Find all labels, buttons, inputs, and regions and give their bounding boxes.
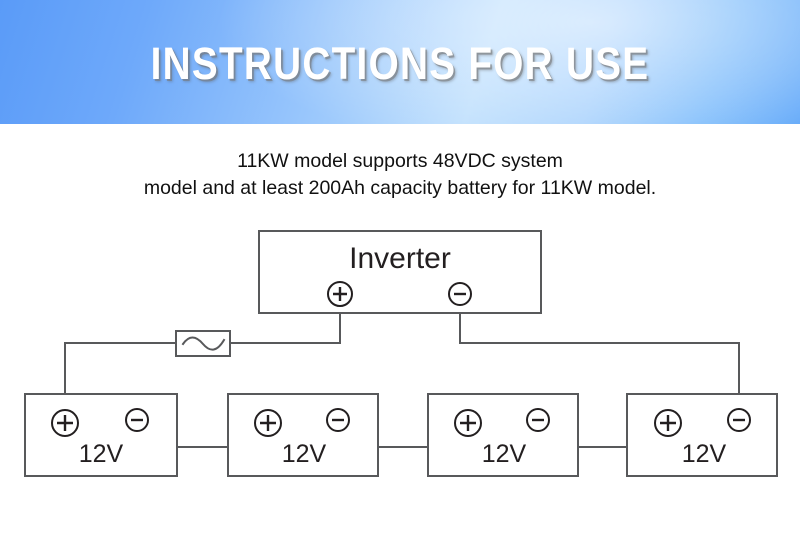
battery-2-box <box>227 393 379 477</box>
battery-1-box <box>24 393 178 477</box>
battery-1-label: 12V <box>79 440 124 468</box>
wire-inverter-minus-to-battery4-minus <box>459 312 740 401</box>
battery-3: 12V <box>427 393 579 477</box>
caption-line-2: model and at least 200Ah capacity batter… <box>143 177 657 199</box>
battery-3-label: 12V <box>482 440 527 468</box>
battery-3-box <box>427 393 579 477</box>
battery-2-terminal-plus-icon <box>254 409 282 437</box>
battery-1: 12V <box>24 393 178 477</box>
battery-2: 12V <box>227 393 379 477</box>
fuse-symbol-icon <box>175 330 231 357</box>
battery-4-terminal-plus-icon <box>654 409 682 437</box>
battery-4-terminal-minus-icon <box>727 408 751 432</box>
inverter-terminal-plus-icon <box>327 281 353 307</box>
battery-4-box <box>626 393 778 477</box>
inverter-label: Inverter <box>349 242 451 275</box>
inverter-box <box>258 230 542 314</box>
battery-3-terminal-plus-icon <box>454 409 482 437</box>
battery-1-terminal-minus-icon <box>125 408 149 432</box>
page-title: INSTRUCTIONS FOR USE <box>150 38 650 89</box>
battery-2-label: 12V <box>282 440 327 468</box>
caption-text: 11KW model supports 48VDC system model a… <box>0 148 800 202</box>
battery-4: 12V <box>626 393 778 477</box>
caption-line-1: 11KW model supports 48VDC system <box>237 150 563 172</box>
battery-2-terminal-minus-icon <box>326 408 350 432</box>
battery-4-label: 12V <box>682 440 727 468</box>
inverter-block: Inverter <box>258 230 542 314</box>
battery-1-terminal-plus-icon <box>51 409 79 437</box>
inverter-terminal-minus-icon <box>448 282 472 306</box>
battery-3-terminal-minus-icon <box>526 408 550 432</box>
wire-fuse-to-battery1-plus <box>64 342 177 401</box>
